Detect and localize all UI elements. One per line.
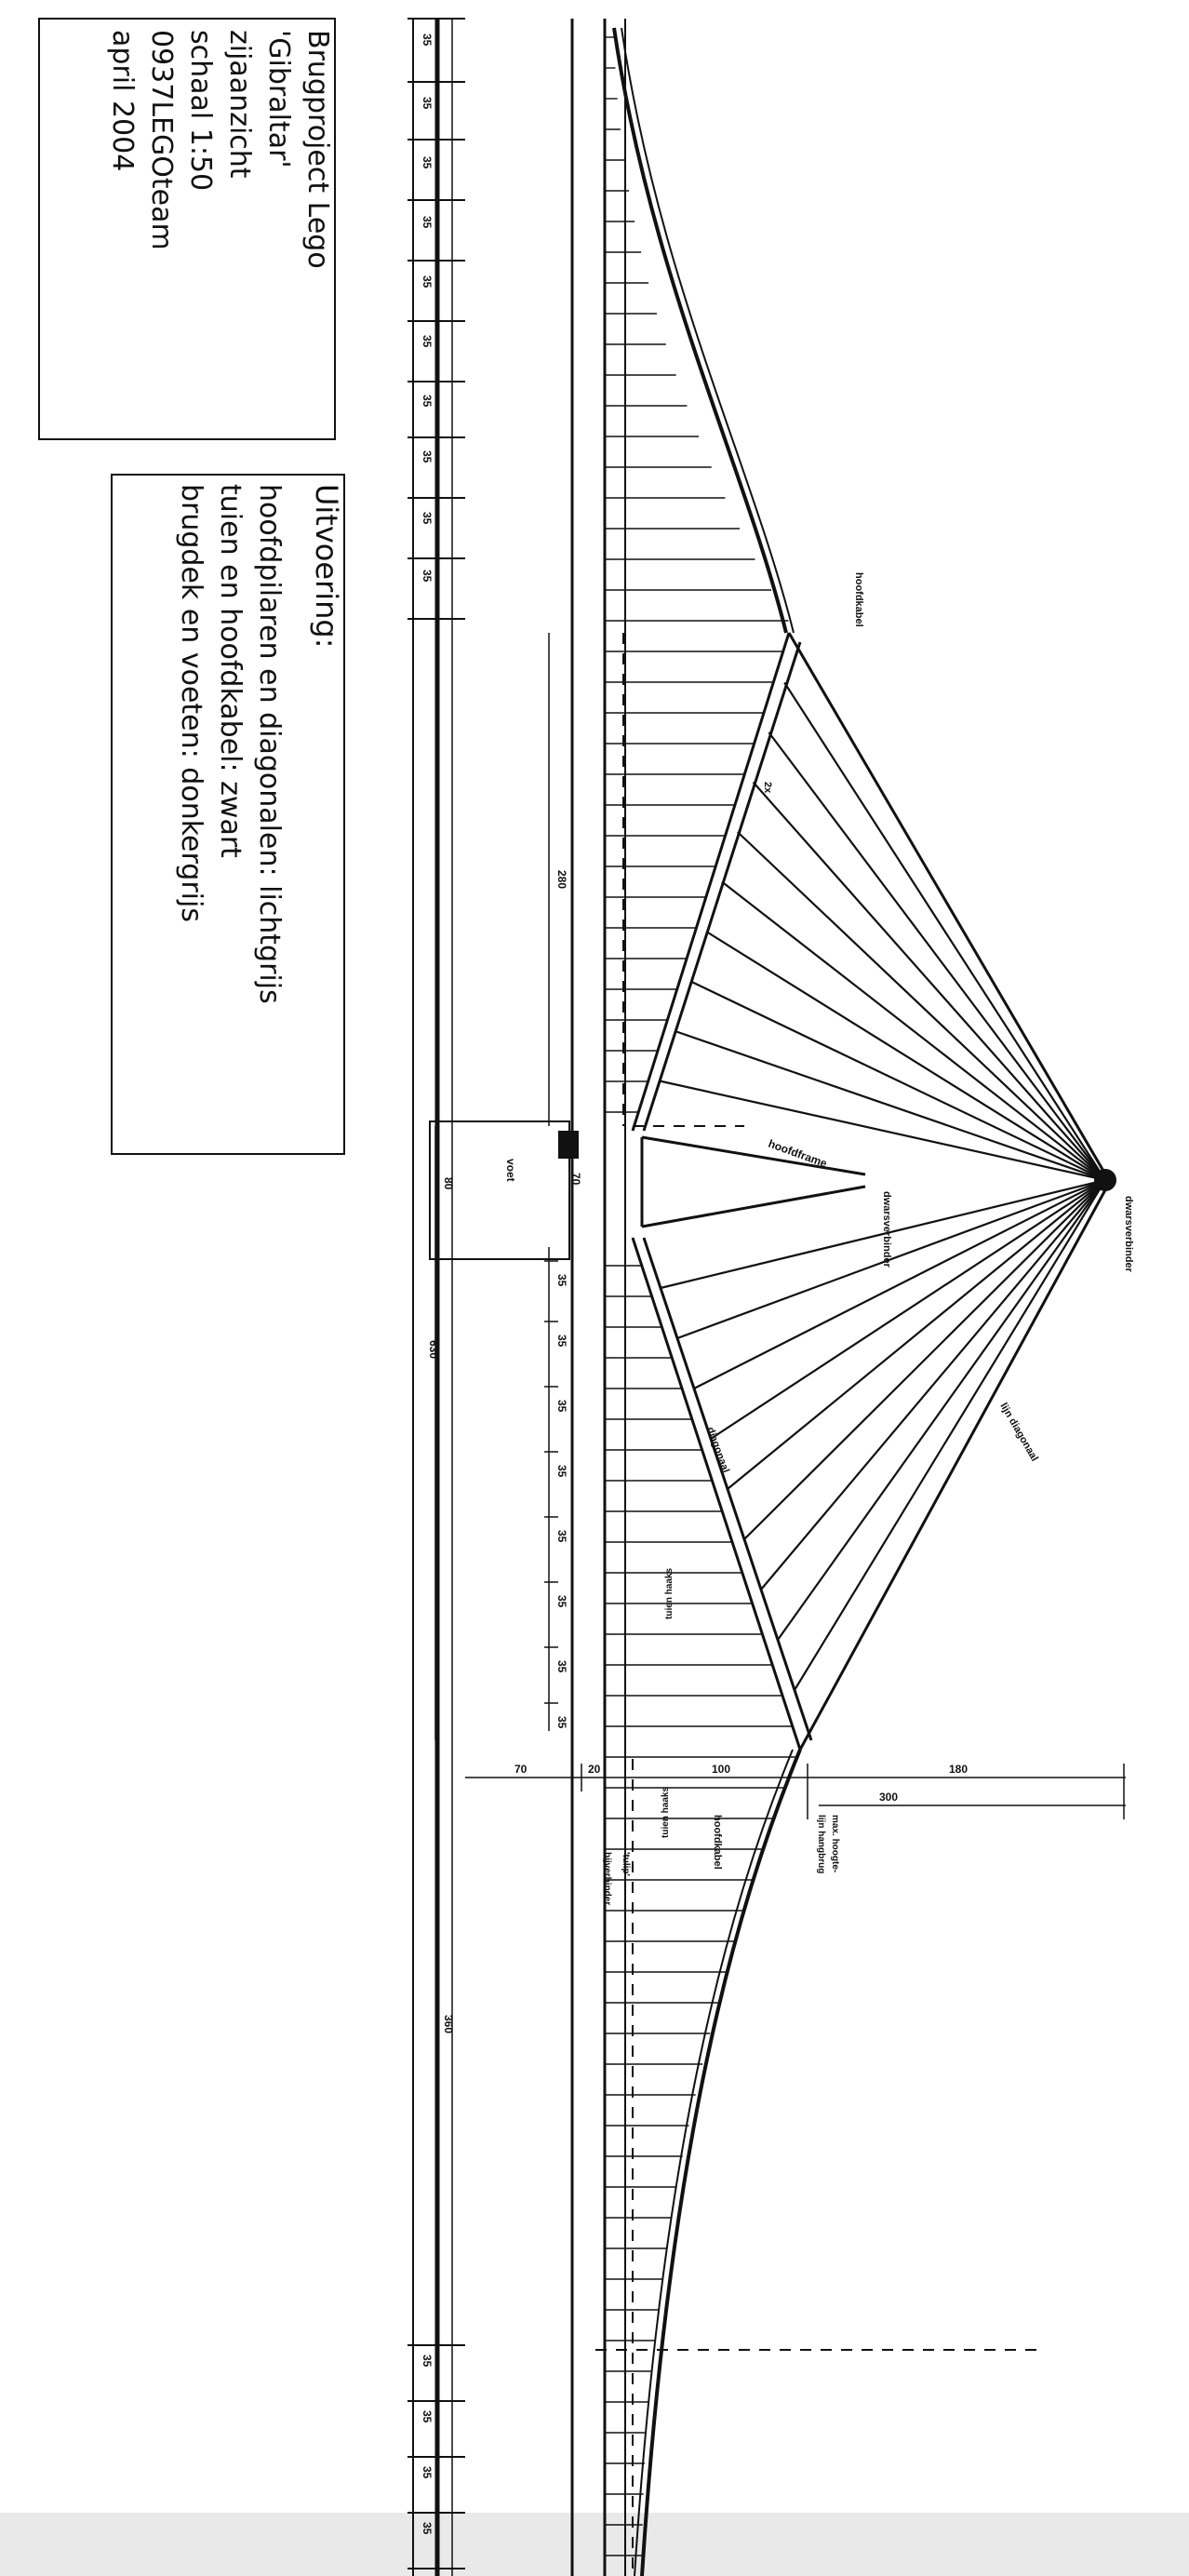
main-pylon-frame	[631, 632, 1109, 1751]
main-cable-upper	[612, 27, 788, 634]
deck-dim-35: 35	[555, 1530, 568, 1543]
title-line-1: Brugproject Lego	[301, 30, 334, 269]
dim-80: 80	[442, 1177, 455, 1190]
title-block: Brugproject Lego 'Gibraltar' zijaanzicht…	[106, 30, 334, 269]
label-bolt-link: bijverbinder	[602, 1852, 612, 1905]
title-line-4: schaal 1:50	[184, 30, 217, 191]
stay-cable	[737, 831, 1106, 1181]
stay-cable	[721, 880, 1106, 1181]
stay-cable	[768, 731, 1106, 1181]
guide-lines	[595, 633, 1037, 2576]
deck-dim-35: 35	[555, 1716, 568, 1729]
stay-cable	[675, 1029, 1106, 1182]
bridge-deck	[570, 19, 626, 2576]
stay-cable	[777, 1179, 1106, 1641]
dim-180: 180	[949, 1763, 968, 1776]
label-max-height: max. hoogte-	[830, 1815, 840, 1872]
label-cross-link-top: dwarsverbinder	[1123, 1196, 1134, 1273]
stay-cable	[693, 1179, 1106, 1389]
stay-cable	[689, 980, 1106, 1181]
title-line-6: april 2004	[106, 30, 139, 171]
title-line-3: zijaanzicht	[223, 30, 256, 179]
foot-block	[429, 1120, 570, 1260]
ruler-dim-35: 35	[421, 2410, 434, 2423]
pylon-top-node	[1094, 1169, 1116, 1191]
stay-cable	[783, 681, 1106, 1181]
ruler-ticks	[407, 18, 465, 2569]
ruler-dim-35: 35	[421, 2522, 434, 2535]
ruler-dim-35: 35	[421, 450, 434, 463]
label-main-frame: hoofdframe	[767, 1137, 829, 1171]
stay-cable	[743, 1179, 1106, 1540]
label-tulip: 'tulip'	[621, 1852, 631, 1876]
ruler-dim-35: 35	[421, 395, 434, 408]
deck-dim-35: 35	[555, 1595, 568, 1608]
stay-cable	[760, 1179, 1106, 1590]
label-tube-hook: tuien haaks	[664, 1568, 675, 1619]
stay-cable	[727, 1179, 1106, 1490]
deck-dim-35: 35	[555, 1274, 568, 1287]
ruler-dim-35: 35	[421, 216, 434, 229]
ruler-dim-35: 35	[421, 512, 434, 525]
deck-dim-35: 35	[555, 1400, 568, 1413]
dim-100: 100	[712, 1763, 730, 1776]
execution-block-frame	[111, 474, 345, 1155]
dim-280: 280	[555, 870, 568, 889]
execution-line-2: tuien en hoofdkabel: zwart	[214, 484, 247, 858]
label-long-diagonal: lijn diagonaal	[997, 1402, 1040, 1464]
main-cable-lower-inner	[634, 1749, 794, 2576]
stay-cable	[705, 931, 1106, 1181]
label-tube-hook-2: tuien haaks	[661, 1787, 671, 1838]
execution-line-3: brugdek en voeten: donkergrijs	[175, 484, 207, 922]
ruler-dim-35: 35	[421, 275, 434, 288]
drawing-labels: hoofdkabel hoofdkabel dwarsverbinder dwa…	[427, 572, 1134, 2033]
stay-cable	[676, 1178, 1106, 1340]
dim-630: 630	[427, 1340, 440, 1359]
execution-line-1: hoofdpilaren en diagonalen: lichtgrijs	[253, 484, 286, 1004]
execution-block: Uitvoering: hoofdpilaren en diagonalen: …	[175, 484, 344, 1004]
foot-anchor	[558, 1131, 579, 1159]
stay-cable	[660, 1178, 1106, 1290]
deck-dim-35: 35	[555, 1660, 568, 1673]
stay-cable	[710, 1179, 1106, 1440]
scan-shadow	[0, 2513, 1189, 2576]
label-max-height-2: lijn hangbrug	[816, 1815, 826, 1873]
hangers	[605, 36, 797, 2556]
ruler-dim-35: 35	[421, 156, 434, 169]
title-line-5: 0937LEGOteam	[145, 30, 178, 250]
label-main-cable-lower: hoofdkabel	[712, 1815, 723, 1870]
dim-70: 70	[569, 1173, 582, 1186]
stay-cable	[794, 1179, 1106, 1691]
ruler-dim-35: 35	[421, 97, 434, 110]
dim-300: 300	[879, 1791, 898, 1804]
stay-cable	[752, 781, 1106, 1181]
ruler-dim-35: 35	[421, 34, 434, 47]
main-cable-upper-inner	[621, 27, 795, 634]
ruler-labels: 35 35 35 35 35 35 35 35 35 35 35 35 35 35	[421, 34, 434, 2535]
ruler-dim-35: 35	[421, 570, 434, 583]
title-line-2: 'Gibraltar'	[262, 30, 295, 168]
execution-heading: Uitvoering:	[309, 484, 344, 648]
stay-cable	[659, 1080, 1106, 1182]
dim-2x: 2x	[762, 782, 773, 794]
deck-dim-35: 35	[555, 1335, 568, 1348]
label-foot: voet	[504, 1159, 517, 1182]
title-block-frame	[38, 18, 336, 440]
dim-20: 20	[588, 1763, 601, 1776]
dimension-ruler	[412, 19, 453, 2576]
dimension-lines	[434, 633, 1126, 1819]
label-main-cable-upper: hoofdkabel	[853, 572, 864, 627]
main-cable-lower	[640, 1749, 802, 2576]
ruler-dim-35: 35	[421, 2466, 434, 2479]
deck-dim-35: 35	[555, 1465, 568, 1478]
deck-dimension-labels: 35 35 35 35 35 35 35 35	[544, 1260, 568, 1729]
dim-360: 360	[442, 2015, 455, 2033]
ruler-dim-35: 35	[421, 335, 434, 348]
stays	[659, 681, 1106, 1691]
label-cross-link-mid: dwarsverbinder	[881, 1191, 892, 1268]
ruler-dim-35: 35	[421, 2355, 434, 2368]
dim-70-bottom: 70	[514, 1763, 528, 1776]
